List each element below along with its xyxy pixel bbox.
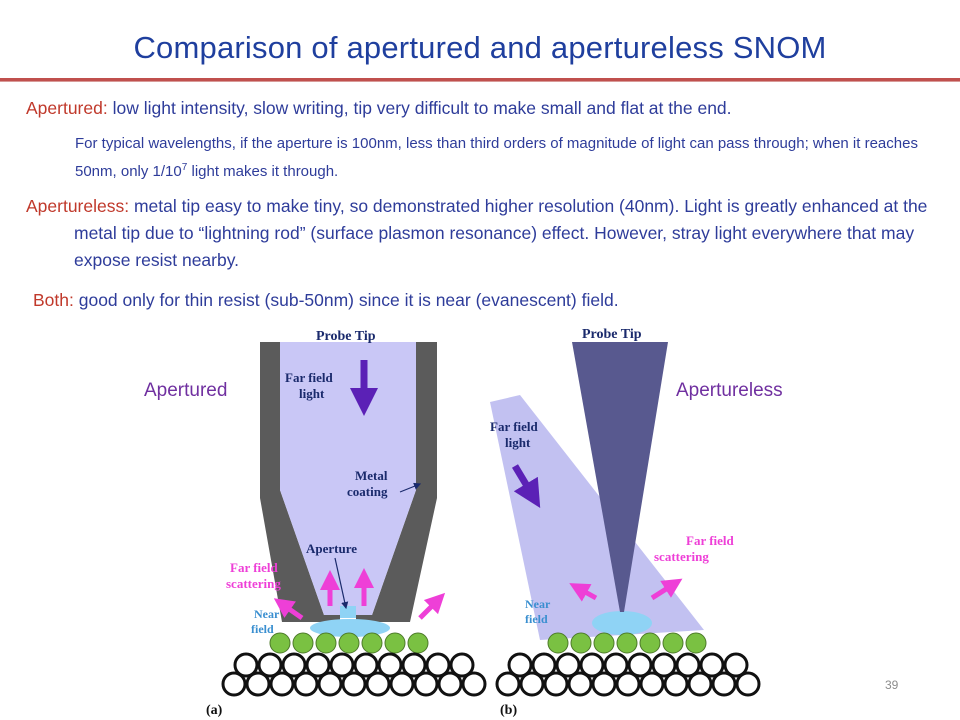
metal-tip-shape bbox=[572, 342, 668, 612]
substrate-b bbox=[495, 652, 761, 697]
scatter-arrow-a-right bbox=[418, 592, 446, 620]
resist-layer-a bbox=[269, 632, 429, 654]
far-field-light-label-b-1: Far field bbox=[490, 419, 539, 434]
caption-b: (b) bbox=[500, 703, 517, 718]
text-wavelength-b: light makes it through. bbox=[187, 163, 339, 180]
caption-a: (a) bbox=[206, 703, 223, 718]
paragraph-both: Both: good only for thin resist (sub-50n… bbox=[33, 288, 948, 312]
near-field-label-a-1: Near bbox=[254, 607, 280, 621]
scatter-arrow-b-left bbox=[569, 583, 598, 602]
text-apertured: low light intensity, slow writing, tip v… bbox=[107, 98, 732, 118]
slide-title: Comparison of apertured and apertureless… bbox=[133, 30, 827, 65]
lead-apertureless: Apertureless: bbox=[26, 196, 130, 216]
paragraph-wavelength-note: For typical wavelengths, if the aperture… bbox=[75, 132, 935, 184]
paragraph-apertured: Apertured: low light intensity, slow wri… bbox=[26, 96, 946, 120]
scatter-arrow-b-right bbox=[650, 578, 683, 601]
label-apertureless: Apertureless bbox=[676, 380, 783, 401]
panel-b: Probe Tip Far field light Far field scat… bbox=[490, 327, 761, 718]
aperture-glow bbox=[340, 606, 356, 618]
far-field-scattering-label-a-1: Far field bbox=[230, 560, 279, 575]
metal-coating-label-1: Metal bbox=[355, 468, 388, 483]
near-field-label-b-1: Near bbox=[525, 597, 551, 611]
text-wavelength-a: For typical wavelengths, if the aperture… bbox=[75, 135, 918, 180]
probe-interior-light bbox=[280, 342, 416, 615]
metal-coating-pointer bbox=[399, 482, 422, 493]
scatter-arrow-a-left bbox=[273, 598, 304, 621]
near-field-glow-b bbox=[592, 611, 652, 635]
stray-light-beam bbox=[490, 395, 704, 640]
title-underline-shadow bbox=[0, 81, 960, 82]
page-number: 39 bbox=[885, 678, 899, 692]
paragraph-apertureless: Apertureless: metal tip easy to make tin… bbox=[26, 193, 951, 274]
lead-apertured: Apertured: bbox=[26, 98, 108, 118]
far-field-light-arrow-b bbox=[511, 464, 541, 509]
probe-tip-label-b: Probe Tip bbox=[582, 327, 642, 342]
near-field-label-b-2: field bbox=[525, 612, 548, 626]
far-field-light-label-a-1: Far field bbox=[285, 370, 334, 385]
resist-layer-b bbox=[547, 632, 707, 654]
far-field-scattering-label-a-2: scattering bbox=[226, 576, 281, 591]
far-field-scattering-label-b-1: Far field bbox=[686, 533, 735, 548]
near-field-glow-a bbox=[310, 619, 390, 637]
aperture-label: Aperture bbox=[306, 541, 357, 556]
metal-coating-shape bbox=[260, 342, 437, 622]
panel-a: Probe Tip Far field light Metal coating … bbox=[206, 329, 487, 718]
far-field-light-label-b-2: light bbox=[505, 435, 531, 450]
near-field-label-a-2: field bbox=[251, 622, 274, 636]
substrate-a bbox=[221, 652, 487, 697]
text-both: good only for thin resist (sub-50nm) sin… bbox=[73, 290, 619, 310]
text-wavelength-superscript: 7 bbox=[181, 162, 188, 173]
aperture-pointer bbox=[334, 557, 349, 610]
metal-coating-label-2: coating bbox=[347, 484, 388, 499]
title-underline bbox=[0, 78, 960, 81]
far-field-scattering-label-b-2: scattering bbox=[654, 549, 709, 564]
label-apertured: Apertured bbox=[144, 380, 228, 401]
text-apertureless: metal tip easy to make tiny, so demonstr… bbox=[74, 196, 928, 270]
probe-tip-label-a: Probe Tip bbox=[316, 329, 376, 344]
lead-both: Both: bbox=[33, 290, 74, 310]
far-field-light-label-a-2: light bbox=[299, 386, 325, 401]
